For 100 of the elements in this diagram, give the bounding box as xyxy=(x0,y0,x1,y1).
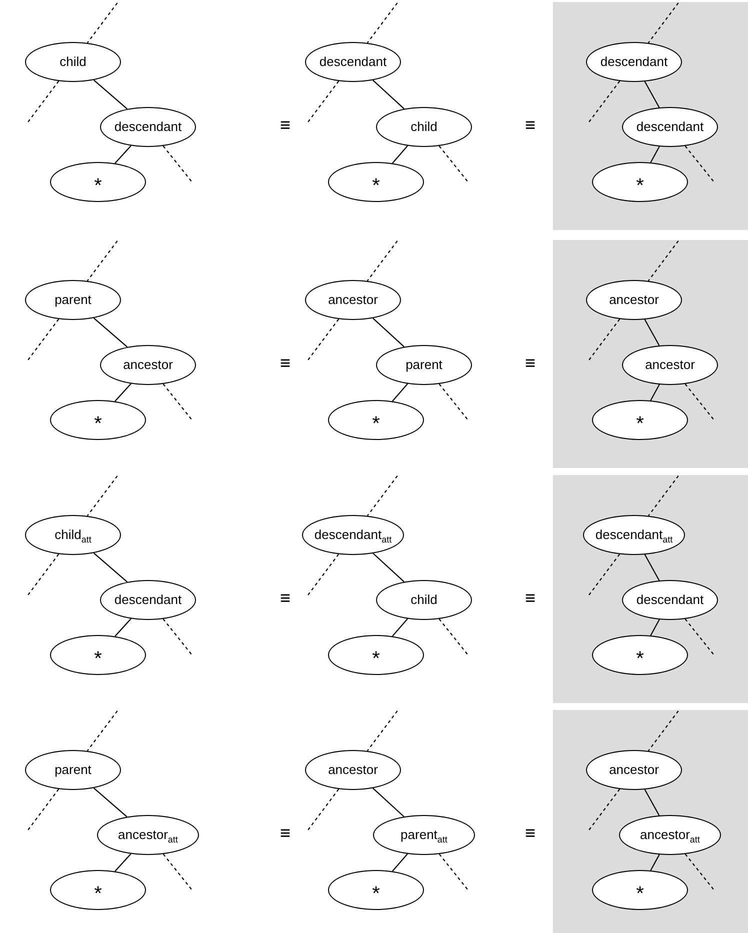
dashed-line xyxy=(307,788,340,832)
connector-line xyxy=(650,146,660,163)
dashed-line xyxy=(438,618,470,657)
dashed-line xyxy=(162,146,194,184)
ellipse-node: descendant xyxy=(305,42,401,82)
ellipse-node: descendant xyxy=(586,42,682,82)
equivalence-symbol: ≡ xyxy=(280,588,291,609)
dashed-line xyxy=(27,318,60,362)
dashed-line xyxy=(648,710,679,752)
dashed-line xyxy=(438,854,470,892)
ellipse-node: * xyxy=(328,870,424,910)
ellipse-node: descendant$_{att}$ xyxy=(583,515,685,555)
ellipse-node: * xyxy=(50,870,146,910)
ellipse-node: * xyxy=(592,400,688,440)
dashed-line xyxy=(588,80,620,124)
dashed-line xyxy=(27,80,60,124)
ellipse-node: * xyxy=(328,162,424,202)
ellipse-node: parent xyxy=(376,345,472,385)
ellipse-node: ancestor$_{att}$ xyxy=(619,815,721,855)
dashed-line xyxy=(162,384,194,422)
dashed-line xyxy=(307,318,340,362)
connector-line xyxy=(114,853,132,872)
dashed-line xyxy=(366,710,398,752)
connector-line xyxy=(392,854,408,872)
connector-line xyxy=(650,619,660,636)
dashed-line xyxy=(438,384,470,422)
equivalence-symbol: ≡ xyxy=(525,588,536,609)
connector-line xyxy=(392,383,408,402)
shaded-panel xyxy=(553,240,748,468)
equivalence-symbol: ≡ xyxy=(525,115,536,136)
ellipse-node: child$_{att}$ xyxy=(25,515,121,555)
dashed-line xyxy=(306,554,340,596)
dashed-line xyxy=(684,618,716,657)
connector-line xyxy=(93,80,128,110)
connector-line xyxy=(93,318,128,348)
ellipse-node: child xyxy=(376,107,472,147)
dashed-line xyxy=(648,2,679,44)
dashed-line xyxy=(684,854,716,892)
ellipse-node: * xyxy=(592,162,688,202)
ellipse-node: parent xyxy=(25,280,121,320)
connector-line xyxy=(93,788,128,818)
dashed-line xyxy=(162,618,194,657)
dashed-line xyxy=(588,788,620,832)
dashed-line xyxy=(648,475,679,516)
ellipse-node: ancestor xyxy=(100,345,196,385)
connector-line xyxy=(114,618,132,637)
shaded-panel xyxy=(553,475,748,703)
dashed-line xyxy=(27,554,60,596)
connector-line xyxy=(93,552,128,582)
ellipse-node: ancestor$_{att}$ xyxy=(97,815,199,855)
dashed-line xyxy=(366,475,398,516)
connector-line xyxy=(372,552,404,582)
equivalence-symbol: ≡ xyxy=(525,353,536,374)
equivalence-symbol: ≡ xyxy=(280,353,291,374)
dashed-line xyxy=(162,854,194,892)
connector-line xyxy=(114,145,132,164)
ellipse-node: descendant xyxy=(100,107,196,147)
connector-line xyxy=(372,80,404,110)
ellipse-node: child xyxy=(25,42,121,82)
connector-line xyxy=(644,319,660,346)
ellipse-node: descendant xyxy=(622,580,718,620)
shaded-panel xyxy=(553,710,748,933)
connector-line xyxy=(650,854,660,871)
connector-line xyxy=(644,81,660,108)
dashed-line xyxy=(588,318,620,362)
ellipse-node: ancestor xyxy=(622,345,718,385)
dashed-line xyxy=(438,146,470,184)
connector-line xyxy=(644,789,660,816)
connector-line xyxy=(392,145,408,164)
ellipse-node: parent$_{att}$ xyxy=(373,815,475,855)
dashed-line xyxy=(307,80,340,124)
ellipse-node: * xyxy=(50,635,146,675)
ellipse-node: descendant xyxy=(622,107,718,147)
connector-line xyxy=(392,618,408,637)
ellipse-node: ancestor xyxy=(305,750,401,790)
ellipse-node: ancestor xyxy=(586,750,682,790)
ellipse-node: * xyxy=(592,635,688,675)
dashed-line xyxy=(86,240,118,282)
ellipse-node: parent xyxy=(25,750,121,790)
dashed-line xyxy=(86,476,118,516)
connector-line xyxy=(650,384,660,401)
dashed-line xyxy=(27,788,60,832)
dashed-line xyxy=(86,710,118,752)
shaded-panel xyxy=(553,2,748,230)
dashed-line xyxy=(684,146,716,184)
dashed-line xyxy=(684,384,716,422)
ellipse-node: * xyxy=(50,162,146,202)
equivalence-symbol: ≡ xyxy=(280,115,291,136)
dashed-line xyxy=(86,2,118,44)
dashed-line xyxy=(366,240,398,282)
ellipse-node: child xyxy=(376,580,472,620)
dashed-line xyxy=(366,2,398,44)
dashed-line xyxy=(648,240,679,282)
ellipse-node: * xyxy=(592,870,688,910)
ellipse-node: ancestor xyxy=(305,280,401,320)
equivalence-symbol: ≡ xyxy=(280,823,291,844)
ellipse-node: * xyxy=(328,635,424,675)
ellipse-node: * xyxy=(328,400,424,440)
ellipse-node: descendant xyxy=(100,580,196,620)
connector-line xyxy=(644,554,660,581)
